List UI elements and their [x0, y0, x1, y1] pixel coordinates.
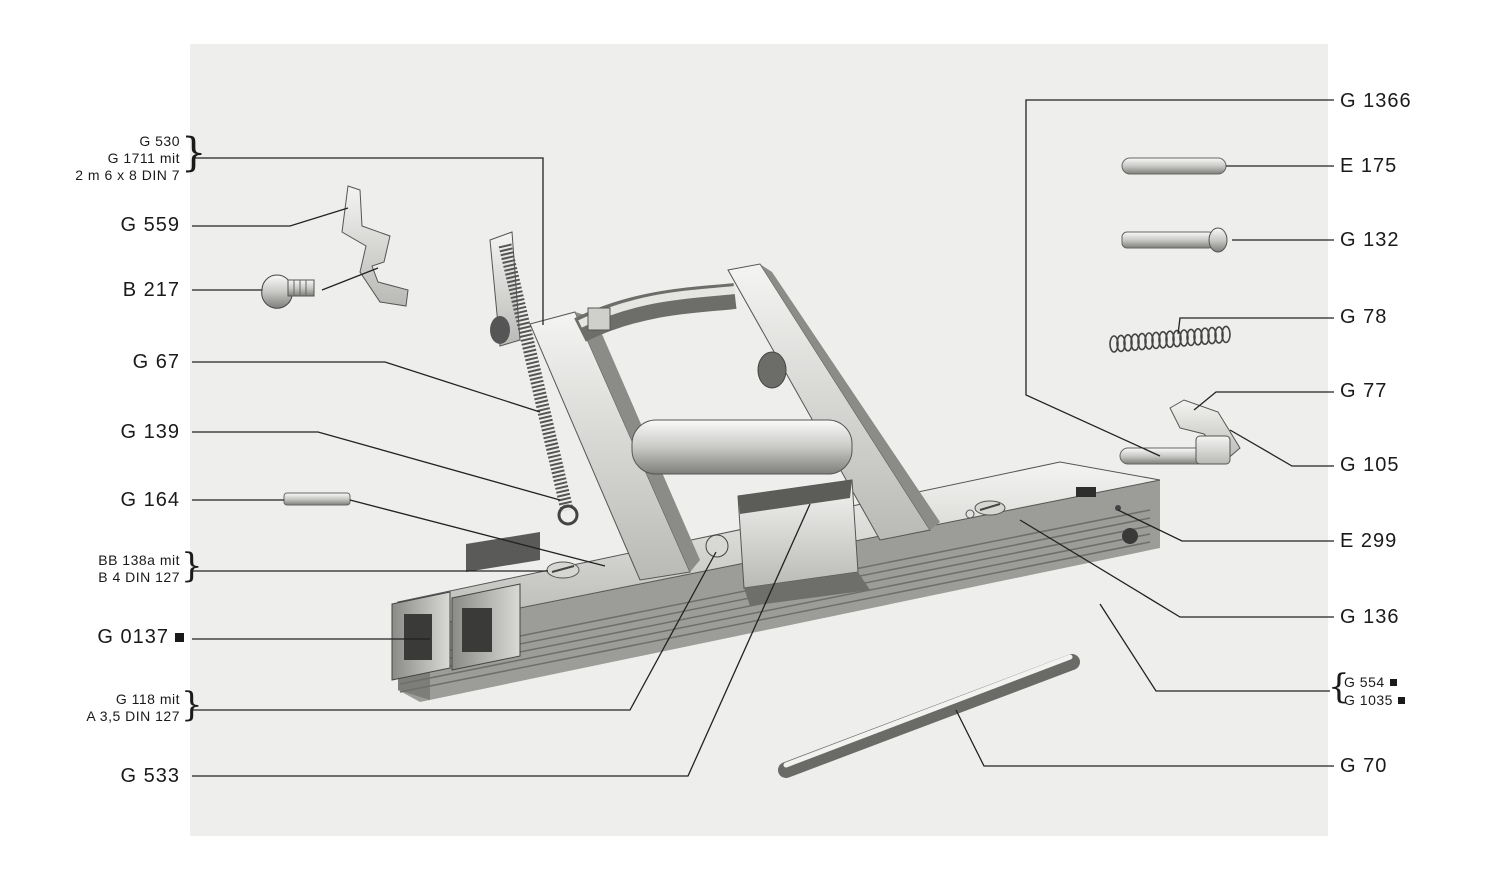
- label-b4: B 4 DIN 127: [98, 569, 180, 585]
- axle-g105: [1119, 435, 1231, 465]
- label-g118: G 118 mit: [115, 691, 180, 707]
- label-bb138a: BB 138a mit: [98, 552, 180, 568]
- spring-coil-turn: [1144, 332, 1154, 350]
- brace-g530: }: [181, 130, 207, 176]
- brace-g118: }: [181, 685, 203, 725]
- spring-coil-turn: [1151, 331, 1161, 350]
- spring-coil-turn: [1193, 327, 1203, 346]
- label-din7: 2 m 6 x 8 DIN 7: [75, 167, 180, 183]
- label-g1035-text: G 1035: [1344, 692, 1393, 708]
- label-g67: G 67: [132, 351, 180, 373]
- rod-g70: [778, 654, 1080, 778]
- brace-g554: {: [1328, 667, 1350, 707]
- spring-coil-turn: [1214, 326, 1224, 344]
- label-g554-text: G 554: [1344, 674, 1385, 690]
- label-g1035: G 1035: [1344, 692, 1405, 708]
- label-g105: G 105: [1340, 454, 1400, 476]
- label-g0137-text: G 0137: [97, 626, 169, 648]
- label-g139: G 139: [120, 421, 180, 443]
- spring-coil-turn: [1123, 333, 1133, 352]
- label-g1366: G 1366: [1340, 90, 1412, 112]
- pin-e175: [1121, 157, 1227, 175]
- spring-coil-turn: [1137, 332, 1147, 351]
- spring-coil-turn: [1116, 334, 1126, 353]
- spring-coil-turn: [1200, 327, 1210, 346]
- label-g530: G 530: [139, 133, 180, 149]
- label-g0137: G 0137: [97, 626, 184, 648]
- label-a35: A 3,5 DIN 127: [86, 708, 180, 724]
- label-g554: G 554: [1344, 674, 1397, 690]
- spring-coil-turn: [1221, 325, 1231, 344]
- pin-g132: [1121, 227, 1228, 253]
- spring-coil-turn: [1109, 335, 1119, 353]
- label-g132: G 132: [1340, 229, 1400, 251]
- label-g78: G 78: [1340, 306, 1388, 328]
- spring-coil-turn: [1207, 326, 1217, 345]
- screw-b217: [261, 274, 315, 309]
- spring-coil-turn: [1172, 329, 1182, 348]
- spring-coil-turn: [1158, 330, 1168, 349]
- label-g136: G 136: [1340, 606, 1400, 628]
- leader-lines: [192, 99, 1334, 777]
- label-e299: E 299: [1340, 530, 1398, 552]
- label-b217: B 217: [122, 279, 180, 301]
- label-g1711: G 1711 mit: [107, 150, 180, 166]
- black-square-icon: [175, 633, 184, 642]
- label-g533: G 533: [120, 765, 180, 787]
- label-g70: G 70: [1340, 755, 1388, 777]
- spring-coil-turn: [1186, 328, 1196, 347]
- black-square-icon: [1389, 679, 1397, 686]
- label-g77: G 77: [1340, 380, 1388, 402]
- spring-coil-turn: [1165, 330, 1175, 349]
- spring-coil-turn: [1179, 329, 1189, 347]
- clip-g559: [341, 185, 409, 307]
- spring-g78: [1109, 325, 1231, 353]
- label-g164: G 164: [120, 489, 180, 511]
- spring-g67: [489, 231, 579, 526]
- label-g559: G 559: [120, 214, 180, 236]
- black-square-icon: [1397, 697, 1405, 704]
- pin-g164: [283, 492, 351, 506]
- brace-bb138a: }: [181, 546, 203, 586]
- label-e175: E 175: [1340, 155, 1398, 177]
- plate-g533: [705, 479, 870, 606]
- spring-coil-turn: [1130, 333, 1140, 352]
- lever-frame: [529, 263, 940, 581]
